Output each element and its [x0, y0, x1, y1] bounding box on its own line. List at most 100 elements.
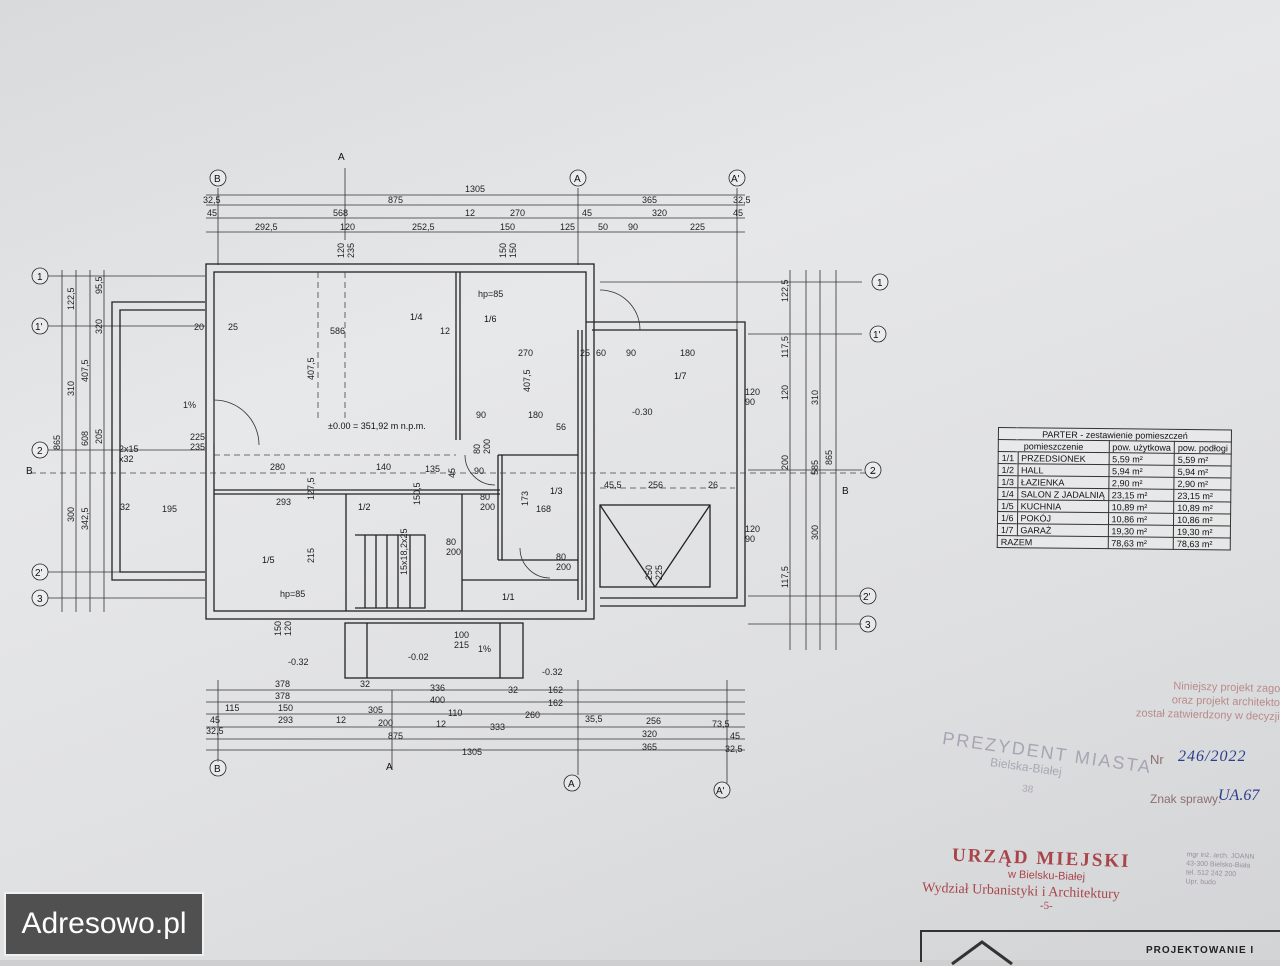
dimension-r2a: 32,5 — [203, 195, 221, 205]
dimension-l10: 95,5 — [94, 276, 104, 294]
dimension-i42: 25 — [228, 322, 238, 332]
dimension-l7: 320 — [94, 319, 104, 334]
dimension-b1b: 32 — [360, 679, 370, 689]
dimension-rr2: 585 — [810, 460, 820, 475]
room-table-cell-num: 1/7 — [997, 523, 1018, 536]
dimension-i22: 26 — [708, 480, 718, 490]
dimension-r4d: 150 — [500, 222, 515, 232]
slope-entrance: 1% — [478, 644, 491, 654]
dimension-i32: 120235 — [336, 243, 356, 258]
room-table-cell-floor: 19,30 m² — [1173, 525, 1231, 538]
dimension-i41: 20 — [194, 322, 204, 332]
dimension-r3g: 45 — [733, 208, 743, 218]
dimension-i36: 56 — [556, 422, 566, 432]
section-b-right: B — [842, 486, 849, 497]
axis-1-left: 1 — [37, 272, 43, 283]
room-table-cell-num: 1/6 — [997, 511, 1018, 524]
dimension-rr7: 117,5 — [780, 566, 790, 588]
dimension-b4d: 200 — [378, 718, 393, 728]
room-table-header-floor: pow. podłogi — [1174, 441, 1232, 454]
room-table-cell-num: 1/1 — [998, 451, 1018, 464]
dimension-i6: 90 — [626, 348, 636, 358]
dimension-r4a: 292,5 — [255, 222, 278, 232]
room-table-total-label: RAZEM — [997, 535, 1108, 549]
room-table-header-usable: pow. użytkowa — [1108, 440, 1175, 454]
dimension-r4g: 90 — [628, 222, 638, 232]
axis-1p-left: 1' — [35, 322, 43, 333]
dimension-r3e: 45 — [582, 208, 592, 218]
dimension-r2d: 32,5 — [733, 195, 751, 205]
dimension-b2c: 162 — [548, 698, 563, 708]
dimension-b4g: 35,5 — [585, 714, 603, 724]
dimension-rr9: 120 — [780, 385, 790, 400]
case-number-label: Znak sprawy: — [1150, 792, 1222, 806]
room-table-cell-floor: 10,86 m² — [1173, 513, 1231, 526]
dimension-i18: 127,5 — [306, 477, 316, 500]
dimension-b3c: 305 — [368, 705, 383, 715]
room-table-total-usable: 78,63 m² — [1107, 536, 1174, 550]
axis-1-right: 1 — [877, 278, 883, 289]
window-height-2: hp=85 — [280, 589, 305, 599]
room-table-cell-num: 1/5 — [997, 499, 1018, 512]
room-table-total-floor: 78,63 m² — [1173, 537, 1231, 550]
dimension-i20: 45,5 — [604, 480, 622, 490]
dimension-i39: 195 — [162, 504, 177, 514]
approval-note: Niniejszy projekt zago oraz projekt arch… — [1119, 678, 1280, 724]
dimension-i2: 12 — [440, 326, 450, 336]
dimension-i23: 80200 — [472, 439, 492, 454]
dimension-l1: 865 — [52, 435, 62, 450]
dimension-l5: 342,5 — [80, 507, 90, 530]
dimension-l3: 300 — [66, 507, 76, 522]
dimension-i35: 168 — [536, 504, 551, 514]
room-table-cell-usable: 10,89 m² — [1108, 500, 1174, 514]
dimension-i19: 150,5 — [412, 482, 422, 505]
slope-terrace: 1% — [183, 400, 196, 410]
axis-a-prime-bottom: A' — [716, 786, 725, 797]
dimension-l4: 407,5 — [80, 359, 90, 382]
room-table-cell-name: ŁAZIENKA — [1017, 475, 1109, 489]
dimension-b4c: 12 — [336, 715, 346, 725]
dimension-i15: 45 — [447, 468, 457, 478]
dimension-b5a: 32,5 — [206, 726, 224, 736]
axis-b-bottom: B — [214, 764, 221, 775]
dimension-rr8: 200 — [780, 455, 790, 470]
dimension-i31: 150150 — [498, 243, 518, 258]
dimension-i10: 90 — [476, 410, 486, 420]
dimension-rr1: 865 — [824, 450, 834, 465]
dimension-b5c: 320 — [642, 729, 657, 739]
axis-2p-left: 2' — [35, 568, 43, 579]
axis-3-left: 3 — [37, 594, 43, 605]
axis-a-prime-top: A' — [731, 174, 740, 185]
axis-2p-right: 2' — [863, 592, 871, 603]
room-1-3-label: 1/3 — [550, 486, 563, 496]
room-table-cell-usable: 19,30 m² — [1107, 524, 1174, 538]
dimension-rr5: 122,5 — [780, 279, 790, 302]
room-1-4-label: 1/4 — [410, 312, 423, 322]
room-1-1-label: 1/1 — [502, 592, 515, 602]
dimension-r4b: 120 — [340, 222, 355, 232]
dimension-l9: 205 — [94, 429, 104, 444]
room-schedule-table: PARTER - zestawienie pomieszczeń pomiesz… — [996, 427, 1233, 551]
axis-1p-right: 1' — [873, 330, 881, 341]
dimension-b1c: 336 — [430, 683, 445, 693]
dimension-i21: 256 — [648, 480, 663, 490]
dimension-r4h: 225 — [690, 222, 705, 232]
dimension-b7b: 32,5 — [725, 744, 743, 754]
dimension-b2a: 378 — [275, 691, 290, 701]
dimension-i33: 250225 — [644, 565, 664, 580]
axis-3-right: 3 — [865, 620, 871, 631]
dimension-i9: 407,5 — [522, 369, 532, 392]
level-outside-right: -0.32 — [542, 667, 563, 677]
room-table-cell-floor: 5,94 m² — [1174, 465, 1232, 478]
axis-b-top: B — [214, 174, 221, 185]
room-table-cell-name: HALL — [1017, 463, 1109, 477]
room-1-2-label: 1/2 — [358, 502, 371, 512]
dimension-r2b: 875 — [388, 195, 403, 205]
mayor-stamp-number: 38 — [1021, 783, 1034, 796]
